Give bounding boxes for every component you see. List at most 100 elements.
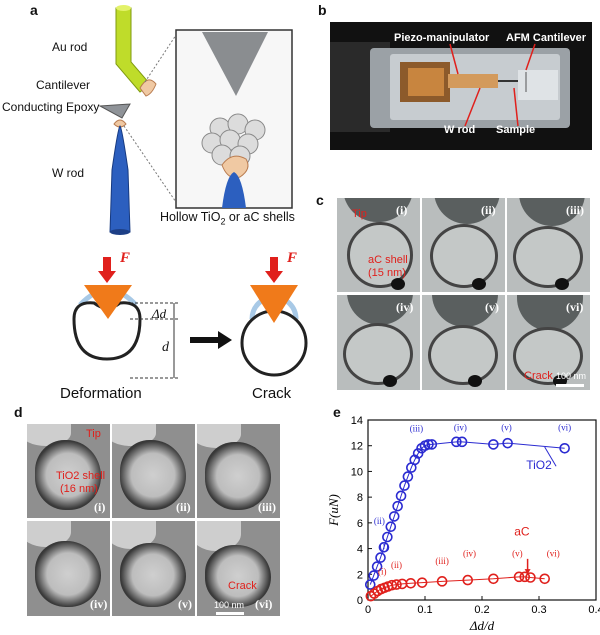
data-point-TiO2 xyxy=(399,480,410,491)
data-point-TiO2 xyxy=(451,436,462,448)
point-annotation: (iii) xyxy=(435,556,449,566)
cantilever-label: Cantilever xyxy=(36,78,91,92)
y-tick-label: 6 xyxy=(357,518,363,530)
data-point-TiO2 xyxy=(382,531,393,543)
d-frame-2 xyxy=(112,424,195,518)
x-tick-label: 0.3 xyxy=(531,604,546,616)
panel-a-letter: a xyxy=(30,2,38,18)
data-point-aC xyxy=(405,577,417,589)
crack-label: Crack xyxy=(252,385,292,402)
y-tick-label: 0 xyxy=(357,595,363,607)
d-shell-label: TiO2 shell xyxy=(56,470,106,482)
data-point-aC xyxy=(436,576,448,587)
force-label-2: F xyxy=(287,250,298,266)
y-tick-label: 14 xyxy=(351,415,363,427)
au-rod-label: Au rod xyxy=(52,40,88,54)
d-frame-4-label: (iv) xyxy=(90,597,108,611)
inset-cantilever-tip-icon xyxy=(202,32,268,96)
probe-assembly-diagram xyxy=(98,5,293,235)
data-point-TiO2 xyxy=(502,437,513,449)
c-frame-4-label: (iv) xyxy=(396,300,414,314)
x-tick-label: 0 xyxy=(365,604,371,616)
data-point-TiO2 xyxy=(423,439,434,450)
c-scale-label: 100 nm xyxy=(556,371,587,381)
data-point-TiO2 xyxy=(371,561,383,572)
delta-d-label: Δd xyxy=(152,306,167,321)
c-tip-label: Tip xyxy=(352,208,367,220)
d-frame-1-label: (i) xyxy=(94,500,106,514)
data-point-TiO2 xyxy=(456,436,468,448)
data-point-TiO2 xyxy=(375,552,386,563)
c-frame-5 xyxy=(422,295,505,390)
d-frame-4 xyxy=(27,521,110,616)
holder-photo xyxy=(330,22,592,150)
data-point-aC xyxy=(513,571,525,583)
c-frame-2 xyxy=(422,198,505,292)
shells-label: Hollow TiO2 or aC shells xyxy=(160,210,295,227)
c-frame-4 xyxy=(337,295,420,390)
data-point-TiO2 xyxy=(368,570,379,581)
point-annotation: (i) xyxy=(380,541,389,551)
force-arrow-icon xyxy=(98,257,116,283)
transition-arrow-icon xyxy=(190,331,232,349)
d-tip-label: Tip xyxy=(86,428,101,440)
ac-arrow-head xyxy=(524,569,531,575)
point-annotation: (ii) xyxy=(374,516,385,526)
c-crack-label: Crack xyxy=(524,370,553,382)
y-axis-label: F(uN) xyxy=(326,494,341,527)
force-label: F xyxy=(120,250,131,266)
point-annotation: (vi) xyxy=(558,422,571,432)
d-frame-6 xyxy=(197,521,280,616)
d-shell-size-label: (16 nm) xyxy=(60,483,98,495)
force-displacement-chart: 00.10.20.30.402468101214Δd/dF(uN) (i)(ii… xyxy=(326,415,600,633)
inset-w-rod-icon xyxy=(222,172,246,208)
c-frame-3 xyxy=(507,198,590,292)
d-frame-1 xyxy=(27,424,110,518)
y-tick-label: 12 xyxy=(351,441,363,453)
point-annotation: (iv) xyxy=(454,422,467,432)
data-point-aC xyxy=(416,577,428,588)
panel-b-letter: b xyxy=(318,2,327,18)
data-point-aC xyxy=(519,571,531,583)
au-rod-icon xyxy=(115,5,151,93)
c-frame-2-label: (ii) xyxy=(481,203,496,217)
inset-epoxy-icon xyxy=(221,155,249,179)
d-frame-5-label: (v) xyxy=(178,597,192,611)
data-point-TiO2 xyxy=(402,471,414,482)
force-arrow-2-icon xyxy=(265,257,283,283)
piezo-label: Piezo-manipulator xyxy=(394,32,490,44)
data-point-TiO2 xyxy=(426,439,438,450)
y-tick-label: 4 xyxy=(357,544,363,556)
c-frame-6-label: (vi) xyxy=(566,300,584,314)
w-rod-icon xyxy=(109,125,131,235)
deformation-sketch xyxy=(72,257,308,379)
data-point-TiO2 xyxy=(559,442,570,454)
data-point-TiO2 xyxy=(378,541,390,553)
series-name-label: TiO2 xyxy=(526,458,552,472)
d-frame-5 xyxy=(112,521,195,616)
indenter-2-icon xyxy=(250,285,298,323)
y-tick-label: 10 xyxy=(351,466,363,478)
panel-e-letter: e xyxy=(333,404,341,420)
afm-label: AFM Cantilever xyxy=(506,32,587,44)
c-frame-6 xyxy=(507,295,590,390)
d-frame-3-label: (iii) xyxy=(258,500,276,514)
c-tem-grid xyxy=(337,198,590,390)
epoxy-label: Conducting Epoxy xyxy=(2,100,100,114)
data-point-TiO2 xyxy=(392,500,403,512)
data-point-aC xyxy=(462,574,474,586)
y-tick-label: 8 xyxy=(357,492,363,504)
point-annotation: (v) xyxy=(512,548,523,558)
point-annotation: (iv) xyxy=(463,548,476,558)
indenter-icon xyxy=(84,285,132,319)
b-w-rod-label: W rod xyxy=(444,124,476,136)
d-frame-6-label: (vi) xyxy=(255,597,273,611)
data-point-TiO2 xyxy=(385,521,397,533)
tio2-pointer xyxy=(544,446,557,467)
data-point-aC xyxy=(488,573,499,585)
d-crack-label: Crack xyxy=(228,580,257,592)
data-point-TiO2 xyxy=(488,439,499,450)
deformation-label: Deformation xyxy=(60,385,142,402)
y-tick-label: 2 xyxy=(357,569,363,581)
d-scale-bar xyxy=(216,612,244,615)
